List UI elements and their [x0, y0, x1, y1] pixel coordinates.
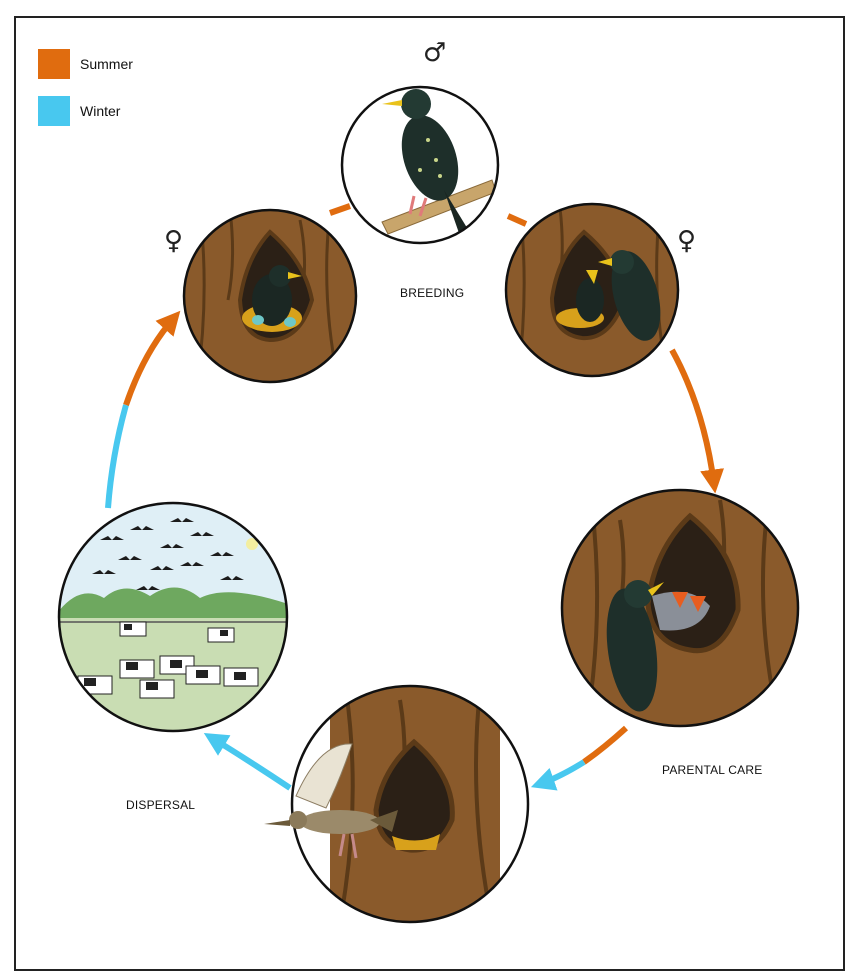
arrow-to-parental-care — [672, 350, 714, 484]
legend-winter-label: Winter — [80, 103, 120, 119]
parental-care-label: PARENTAL CARE — [662, 763, 762, 777]
arrow-to-field — [212, 738, 290, 788]
arc-breeding-right — [508, 216, 526, 224]
legend-summer-label: Summer — [80, 56, 133, 72]
summer-swatch — [38, 49, 70, 79]
arrow-to-dispersal-winter — [540, 762, 584, 784]
breeding-label: BREEDING — [400, 286, 464, 300]
field-flock-circle — [58, 503, 288, 738]
arc-to-breeding-summer — [126, 318, 174, 405]
winter-swatch — [38, 96, 70, 126]
arc-breeding-left — [330, 206, 350, 213]
arrow-to-dispersal-summer — [584, 728, 626, 762]
female-symbol-left: ♀ — [164, 228, 183, 254]
parental-care-circle — [560, 488, 800, 728]
legend-summer: Summer — [38, 49, 133, 79]
dispersal-label: DISPERSAL — [126, 798, 195, 812]
legend-winter: Winter — [38, 96, 120, 126]
arc-to-breeding-winter — [108, 405, 126, 508]
female-feeding-circle — [500, 200, 690, 390]
female-nest-circle — [180, 205, 360, 390]
female-symbol-right: ♀ — [677, 228, 696, 254]
male-starling-circle — [342, 87, 498, 243]
male-symbol: ♂ — [423, 40, 446, 66]
